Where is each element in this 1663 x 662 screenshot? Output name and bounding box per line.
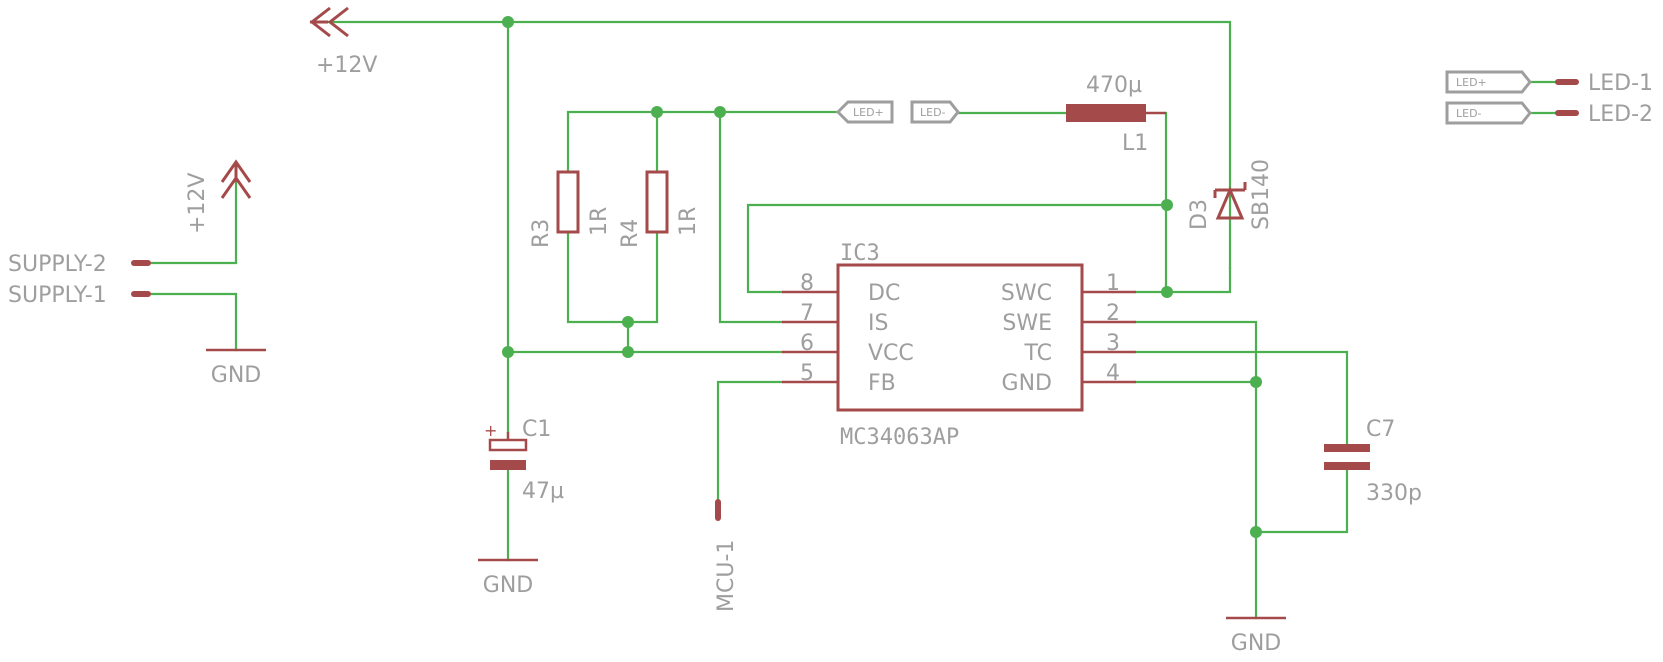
c1-name: C1 (522, 417, 551, 442)
gnd-right-symbol: GND (1226, 616, 1286, 656)
resistor-r3: R3 1R (529, 170, 612, 248)
wire-c7-gnd (1254, 468, 1349, 534)
r4-name: R4 (618, 219, 643, 248)
inductor-l1: 470µ L1 (1066, 73, 1166, 156)
wire-12v-rail (326, 20, 1232, 270)
r3-value: 1R (587, 207, 612, 236)
wire-pin5-mcu (716, 380, 784, 504)
wire-pin2-gnd (1134, 320, 1258, 620)
l1-name: L1 (1122, 131, 1148, 156)
led-plus-tag-main-label: LED+ (853, 106, 884, 119)
ic3-pin-name: IS (868, 311, 888, 336)
supply2-connector: SUPPLY-2 (8, 252, 151, 277)
wire-r-bottom (566, 230, 659, 324)
junction (1250, 526, 1262, 538)
ic3-part: MC34063AP (840, 425, 959, 450)
junction (1161, 199, 1173, 211)
gnd-c1-symbol: GND (478, 558, 538, 598)
wire-pin1-diode (1134, 266, 1232, 294)
ic3-pin-num: 7 (800, 301, 814, 326)
ic3-pin-name: SWC (1001, 281, 1052, 306)
junction (502, 16, 514, 28)
supply-12v-top-label: +12V (316, 53, 377, 78)
wire-pin8 (746, 203, 1169, 294)
led-minus-tag-main-label: LED- (920, 106, 946, 119)
led2-connector: LED- LED-2 (1445, 101, 1653, 127)
ic3-pin-num: 1 (1106, 271, 1120, 296)
diode-d3: D3 SB140 (1187, 159, 1274, 230)
supply1-label: SUPPLY-1 (8, 283, 107, 308)
c1-polarity: + (484, 421, 497, 440)
gnd-c1-label: GND (483, 573, 533, 598)
supply-12v-left-label: +12V (185, 173, 210, 234)
led-minus-tag-main: LED- (910, 100, 960, 124)
ic3-pin-num: 2 (1106, 301, 1120, 326)
ic3-pin-name: FB (868, 371, 896, 396)
led-plus-tag-side (1445, 70, 1532, 94)
gnd-left-symbol: GND (206, 348, 266, 388)
supply1-connector: SUPPLY-1 (8, 283, 151, 308)
led1-label: LED-1 (1588, 71, 1653, 96)
ic3-pin-name: VCC (868, 341, 914, 366)
mcu1-connector: MCU-1 (714, 499, 739, 612)
junction (622, 316, 634, 328)
ic3-chip: IC3 MC34063AP 8 DC 7 IS 6 VCC 5 FB 1 SWC… (782, 241, 1136, 450)
ic3-pin-name: TC (1023, 341, 1052, 366)
r3-name: R3 (529, 219, 554, 248)
junction (502, 346, 514, 358)
led-plus-tag-side-label: LED+ (1456, 76, 1487, 89)
supply-12v-top-symbol: +12V (309, 6, 377, 78)
c7-name: C7 (1366, 417, 1395, 442)
led-minus-tag-side-label: LED- (1456, 107, 1482, 120)
junction (1161, 286, 1173, 298)
junction (622, 346, 634, 358)
capacitor-c1: + C1 47µ (484, 417, 564, 504)
c1-value: 47µ (522, 479, 564, 504)
gnd-right-label: GND (1231, 631, 1281, 656)
junction (1250, 376, 1262, 388)
capacitor-c7: C7 330p (1324, 417, 1422, 506)
junctions (502, 16, 1262, 538)
ic3-pin-num: 5 (800, 361, 814, 386)
ic3-pin-name: SWE (1002, 311, 1052, 336)
ic3-pin-num: 3 (1106, 331, 1120, 356)
wire-supply2 (146, 180, 238, 265)
mcu1-label: MCU-1 (714, 540, 739, 612)
ic3-name: IC3 (840, 241, 880, 266)
ic3-pin-name: DC (868, 281, 900, 306)
d3-value: SB140 (1249, 159, 1274, 230)
r4-value: 1R (676, 207, 701, 236)
ic3-pin-num: 8 (800, 271, 814, 296)
supply2-label: SUPPLY-2 (8, 252, 107, 277)
d3-name: D3 (1187, 199, 1212, 230)
led1-connector: LED+ LED-1 (1445, 70, 1653, 96)
wire-pin3-c7 (1134, 350, 1349, 446)
supply-12v-left-symbol: +12V (185, 159, 252, 234)
junction (651, 106, 663, 118)
wire-supply1 (146, 292, 238, 352)
led-plus-tag-main: LED+ (835, 100, 894, 124)
resistor-r4: R4 1R (618, 170, 701, 248)
l1-value: 470µ (1086, 73, 1142, 98)
c7-value: 330p (1366, 481, 1422, 506)
gnd-left-label: GND (211, 363, 261, 388)
wire-pin7 (718, 110, 784, 324)
led2-label: LED-2 (1588, 102, 1653, 127)
ic3-pin-num: 6 (800, 331, 814, 356)
led-minus-tag-side (1445, 101, 1532, 125)
junction (714, 106, 726, 118)
ic3-pin-num: 4 (1106, 361, 1120, 386)
ic3-pin-name: GND (1002, 371, 1052, 396)
